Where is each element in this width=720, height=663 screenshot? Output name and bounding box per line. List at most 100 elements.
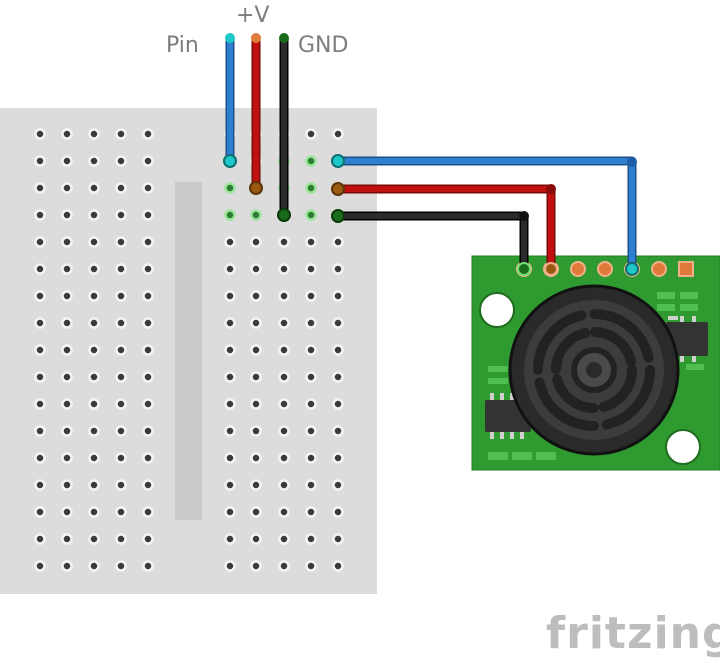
breadboard-hole[interactable] [61,398,73,410]
breadboard-hole[interactable] [305,236,317,248]
breadboard-hole[interactable] [332,425,344,437]
breadboard-hole[interactable] [250,452,262,464]
breadboard-hole[interactable] [305,425,317,437]
breadboard-hole[interactable] [88,182,100,194]
breadboard-hole[interactable] [250,209,262,221]
breadboard-hole[interactable] [224,398,236,410]
breadboard-hole[interactable] [305,452,317,464]
breadboard-hole[interactable] [278,344,290,356]
power-wire-breadboard-end[interactable] [249,181,263,195]
breadboard-hole[interactable] [142,182,154,194]
breadboard-hole[interactable] [115,371,127,383]
signal-wire-breadboard-end[interactable] [223,154,237,168]
breadboard-hole[interactable] [142,425,154,437]
breadboard-hole[interactable] [224,317,236,329]
breadboard-hole[interactable] [34,344,46,356]
breadboard-hole[interactable] [61,317,73,329]
breadboard-hole[interactable] [61,506,73,518]
breadboard-hole[interactable] [224,506,236,518]
breadboard-hole[interactable] [250,479,262,491]
breadboard-hole[interactable] [34,290,46,302]
breadboard-hole[interactable] [34,398,46,410]
breadboard-hole[interactable] [115,236,127,248]
breadboard-hole[interactable] [115,182,127,194]
breadboard-hole[interactable] [278,479,290,491]
breadboard-hole[interactable] [278,317,290,329]
breadboard-hole[interactable] [224,371,236,383]
breadboard-hole[interactable] [142,236,154,248]
breadboard-hole[interactable] [142,128,154,140]
breadboard-hole[interactable] [61,128,73,140]
breadboard-hole[interactable] [61,236,73,248]
breadboard-hole[interactable] [305,317,317,329]
breadboard-hole[interactable] [115,560,127,572]
breadboard-hole[interactable] [115,452,127,464]
breadboard-hole[interactable] [115,317,127,329]
breadboard-hole[interactable] [88,344,100,356]
breadboard-hole[interactable] [278,452,290,464]
breadboard-hole[interactable] [278,398,290,410]
breadboard-hole[interactable] [142,560,154,572]
breadboard-hole[interactable] [142,452,154,464]
breadboard-hole[interactable] [34,236,46,248]
breadboard-hole[interactable] [34,128,46,140]
ground-wire-top-end[interactable] [279,33,289,43]
breadboard-hole[interactable] [305,344,317,356]
breadboard-hole[interactable] [115,263,127,275]
breadboard-hole[interactable] [34,533,46,545]
breadboard-hole[interactable] [115,209,127,221]
breadboard-hole[interactable] [250,506,262,518]
breadboard-hole[interactable] [34,371,46,383]
breadboard-hole[interactable] [332,128,344,140]
breadboard-hole[interactable] [88,155,100,167]
breadboard-hole[interactable] [88,506,100,518]
breadboard-hole[interactable] [332,506,344,518]
breadboard-hole[interactable] [224,236,236,248]
signal-wire-row-end[interactable] [331,154,345,168]
breadboard-hole[interactable] [34,182,46,194]
breadboard-hole[interactable] [278,533,290,545]
breadboard-hole[interactable] [142,290,154,302]
breadboard-hole[interactable] [305,533,317,545]
breadboard-hole[interactable] [224,560,236,572]
breadboard-hole[interactable] [88,398,100,410]
breadboard-hole[interactable] [34,155,46,167]
breadboard-hole[interactable] [115,290,127,302]
breadboard-hole[interactable] [305,398,317,410]
breadboard-hole[interactable] [115,506,127,518]
breadboard-hole[interactable] [305,560,317,572]
breadboard-hole[interactable] [332,533,344,545]
breadboard-hole[interactable] [115,344,127,356]
breadboard-hole[interactable] [224,209,236,221]
breadboard-hole[interactable] [250,560,262,572]
ground-wire-breadboard-end[interactable] [277,208,291,222]
breadboard-hole[interactable] [88,290,100,302]
breadboard-hole[interactable] [61,479,73,491]
breadboard-hole[interactable] [332,236,344,248]
breadboard-hole[interactable] [88,533,100,545]
breadboard-hole[interactable] [332,452,344,464]
breadboard-hole[interactable] [250,533,262,545]
breadboard-hole[interactable] [61,182,73,194]
breadboard-hole[interactable] [224,479,236,491]
breadboard-hole[interactable] [224,344,236,356]
breadboard-hole[interactable] [332,560,344,572]
breadboard-hole[interactable] [142,398,154,410]
breadboard-hole[interactable] [34,452,46,464]
breadboard-hole[interactable] [88,371,100,383]
breadboard-hole[interactable] [142,317,154,329]
breadboard-hole[interactable] [332,290,344,302]
breadboard-hole[interactable] [332,371,344,383]
breadboard-hole[interactable] [250,371,262,383]
breadboard-hole[interactable] [88,560,100,572]
breadboard-hole[interactable] [34,263,46,275]
breadboard-hole[interactable] [115,128,127,140]
breadboard-hole[interactable] [142,533,154,545]
breadboard-hole[interactable] [61,344,73,356]
breadboard-hole[interactable] [88,236,100,248]
breadboard-hole[interactable] [332,344,344,356]
breadboard-hole[interactable] [278,263,290,275]
breadboard-hole[interactable] [332,263,344,275]
breadboard-hole[interactable] [332,317,344,329]
breadboard-hole[interactable] [142,344,154,356]
